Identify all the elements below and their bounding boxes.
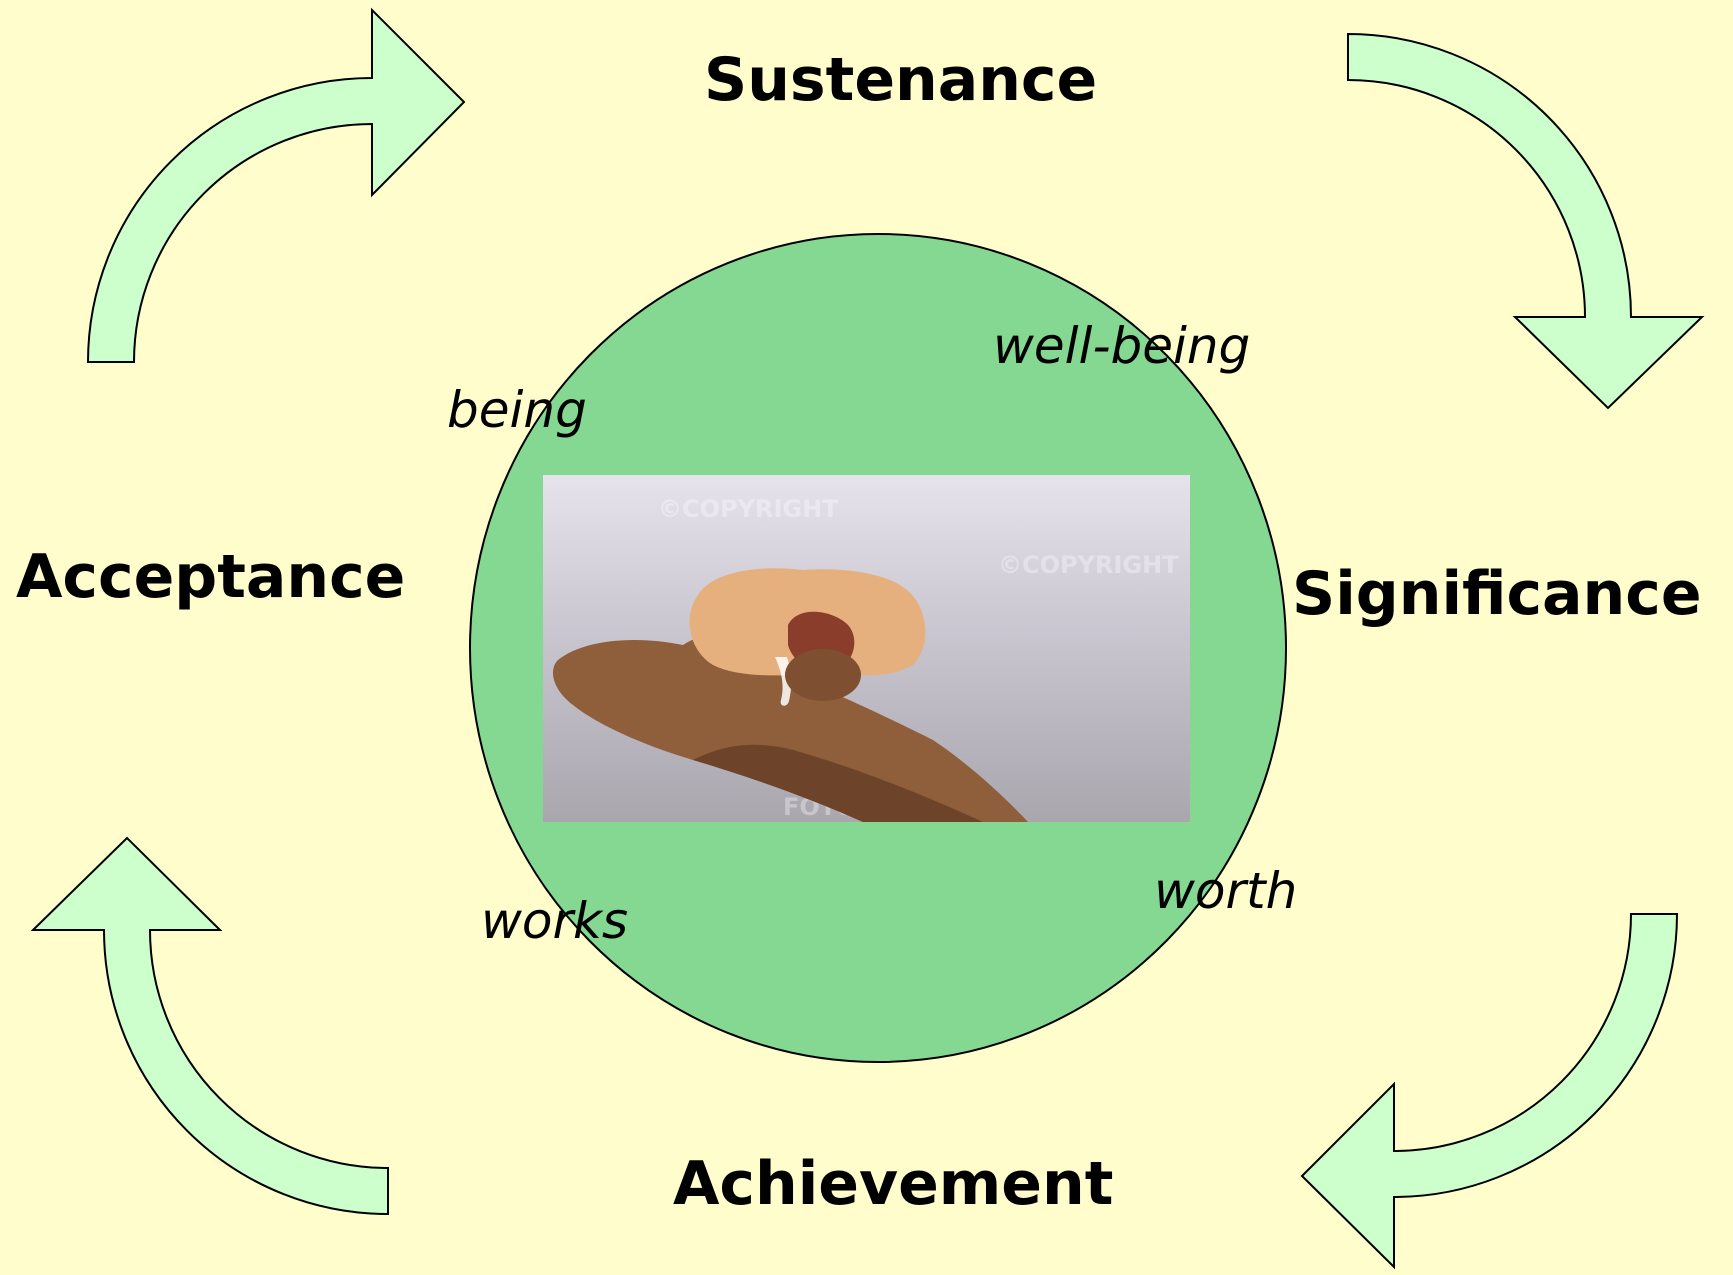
- arrow-significance-to-achievement: [1300, 913, 1679, 1270]
- arrow-acceptance-to-sustenance: [86, 7, 466, 363]
- thumb-shape: [785, 649, 861, 701]
- arrow-sustenance-to-significance: [1347, 32, 1705, 410]
- label-well-being: well-being: [993, 317, 1251, 375]
- hand-holding-pastry-photo: ©COPYRIGHT ©COPYRIGHT FOTOSEARCH: [543, 475, 1190, 822]
- watermark-copyright: ©COPYRIGHT: [658, 495, 839, 523]
- label-significance: Significance: [1292, 559, 1702, 629]
- label-works: works: [481, 892, 629, 950]
- hand-shadow: [693, 744, 983, 822]
- watermark-copyright-2: ©COPYRIGHT: [998, 551, 1179, 579]
- label-achievement: Achievement: [673, 1149, 1114, 1219]
- label-worth: worth: [1154, 862, 1298, 920]
- label-being: being: [447, 381, 587, 439]
- hand-shape: [553, 635, 1028, 822]
- label-acceptance: Acceptance: [16, 542, 406, 612]
- arrow-achievement-to-acceptance: [30, 836, 389, 1216]
- label-sustenance: Sustenance: [704, 45, 1098, 115]
